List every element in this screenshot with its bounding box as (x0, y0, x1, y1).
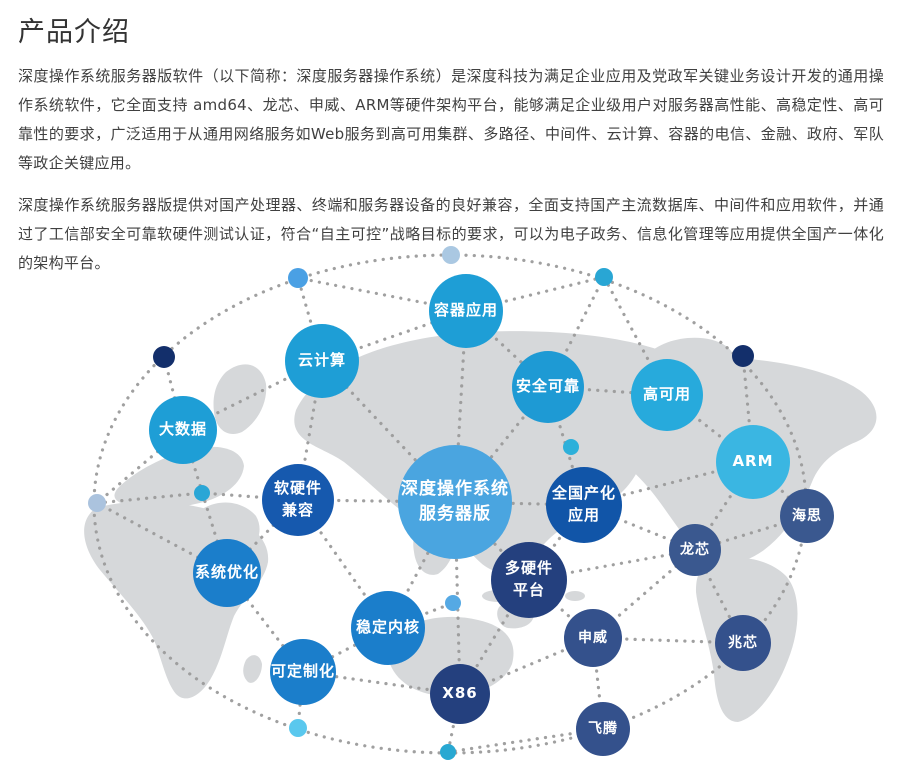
network-dot (194, 485, 210, 501)
diagram-node-wdnh: 稳定内核 (351, 591, 425, 665)
diagram-node-shenwei: 申威 (564, 609, 622, 667)
network-link (95, 491, 204, 505)
diagram-node-arm: ARM (716, 425, 790, 499)
diagram-node-dyj: 多硬件 平台 (491, 542, 567, 618)
diagram-node-gky: 高可用 (631, 359, 703, 431)
network-dot (732, 345, 754, 367)
diagram-node-x86: X86 (430, 664, 490, 724)
diagram-node-kdzh: 可定制化 (270, 639, 336, 705)
product-intro-page: 产品介绍 深度操作系统服务器版软件（以下简称：深度服务器操作系统）是深度科技为满… (0, 10, 900, 760)
network-link (591, 548, 697, 640)
network-link (296, 276, 468, 313)
network-dot (442, 246, 460, 264)
network-dot (88, 494, 106, 512)
diagram-node-yun: 云计算 (285, 324, 359, 398)
network-link (458, 578, 531, 696)
network-dot (563, 439, 579, 455)
diagram-node-qgch: 全国产化 应用 (546, 467, 622, 543)
diagram-node-ryj: 软硬件 兼容 (262, 464, 334, 536)
continent-shape (114, 446, 244, 510)
network-link (693, 514, 809, 552)
diagram-node-xtyh: 系统优化 (193, 539, 261, 607)
diagram-node-anquan: 安全可靠 (512, 351, 584, 423)
diagram-node-longxin: 龙芯 (669, 524, 721, 576)
diagram-node-dsj: 大数据 (149, 396, 217, 464)
continent-shape (213, 364, 267, 434)
diagram-center-node: 深度操作系统 服务器版 (398, 445, 512, 559)
diagram-node-feiteng: 飞腾 (576, 702, 630, 756)
network-dot (289, 719, 307, 737)
network-dot (288, 268, 308, 288)
intro-paragraph-1: 深度操作系统服务器版软件（以下简称：深度服务器操作系统）是深度科技为满足企业应用… (18, 67, 884, 172)
network-dot (595, 268, 613, 286)
continent-shape (243, 655, 262, 683)
network-dot (445, 595, 461, 611)
network-dot (440, 744, 456, 760)
diagram-node-rongqi: 容器应用 (429, 274, 503, 348)
network-link (602, 275, 669, 397)
continent-shape (565, 591, 585, 601)
network-dot (153, 346, 175, 368)
diagram-node-zhaoxin: 兆芯 (715, 615, 771, 671)
network-link (527, 578, 595, 640)
intro-paragraph-2: 深度操作系统服务器版提供对国产处理器、终端和服务器设备的良好兼容，全面支持国产主… (18, 196, 884, 272)
diagram-node-haisi: 海思 (780, 489, 834, 543)
page-title: 产品介绍 (18, 17, 130, 48)
